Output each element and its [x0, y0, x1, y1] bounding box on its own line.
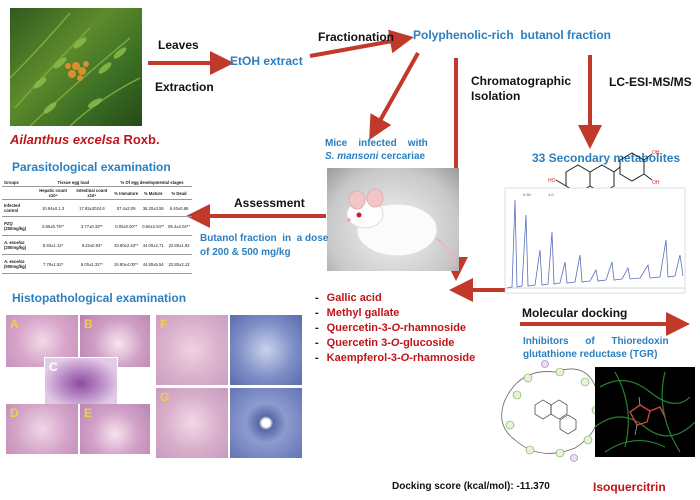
table-row: PZQ(200mg/kg) 5.65±0.75**3.77±0.33** 0.0… [2, 216, 192, 236]
label-extraction: Extraction [155, 80, 214, 94]
histo-panel-f2 [230, 315, 302, 385]
label-butanol-fraction: Polyphenolic-rich butanol fraction [413, 28, 612, 42]
label-fractionation: Fractionation [318, 30, 395, 44]
list-item: -Quercetin 3-O-glucoside [315, 337, 455, 349]
label-parasitological: Parasitological examination [12, 160, 171, 174]
label-histopathological: Histopathological examination [12, 291, 187, 305]
histo-panel-d: D [6, 404, 78, 454]
label-molecular-docking: Molecular docking [522, 306, 628, 320]
parasitological-table: Groups Tissue egg load % Of egg developm… [2, 179, 192, 274]
docking-3d-illustration [595, 371, 695, 453]
label-chromatographic: Chromatographic Isolation [471, 74, 572, 103]
table-row: A. excelsa(200mg/kg) 8.93±1.12*9.22±0.93… [2, 235, 192, 255]
docking-3d-image [595, 367, 695, 457]
plant-leaves-illustration [10, 12, 141, 126]
list-item: -Kaempferol-3-O-rhamnoside [315, 352, 476, 364]
th-hepatic: Hepatic count x10⁴ [34, 186, 72, 200]
list-item: -Quercetin-3-O-rhamnoside [315, 322, 467, 334]
arrow-butanol-mice [369, 52, 420, 140]
mouse-illustration [346, 188, 456, 267]
label-docking-score: Docking score (kcal/mol): -11.370 [392, 481, 550, 492]
plant-name: Ailanthus excelsa Roxb. [10, 132, 160, 147]
table-row: A. excelsa(500mg/kg) 7.79±1.52*6.00±1.32… [2, 254, 192, 274]
th-dead: % Dead [166, 186, 192, 200]
label-etoh-extract: EtOH extract [230, 54, 303, 68]
histo-panel-c: C [44, 357, 118, 405]
th-intestinal: Intestinal count x10⁴ [71, 186, 113, 200]
arrow-etoh-butanol [309, 29, 414, 58]
histo-panel-e: E [80, 404, 150, 454]
histo-panel-g: G [156, 388, 228, 458]
list-item: -Methyl gallate [315, 307, 400, 319]
label-inhibitors: Inhibitors of Thioredoxin glutathione re… [523, 336, 669, 360]
label-33-metabolites: 33 Secondary metabolites [532, 151, 681, 165]
th-immature: % Immature [112, 186, 141, 200]
plant-photo [10, 8, 142, 126]
label-isoquercitrin: Isoquercitrin [593, 480, 666, 494]
label-lcms: LC-ESI-MS/MS [609, 75, 692, 89]
histo-panel-f: F [156, 315, 228, 385]
th-egg-load: Tissue egg load [34, 179, 113, 187]
label-mice-infected: Mice infected with S. mansoni cercariae [325, 138, 428, 162]
isolated-compounds-list: -Gallic acid -Methyl gallate -Quercetin-… [315, 291, 475, 366]
label-assessment: Assessment [234, 196, 305, 210]
label-dose: Butanol fraction in a dose of 200 & 500 … [200, 233, 329, 258]
th-mature: % Mature [140, 186, 167, 200]
list-item: -Gallic acid [315, 292, 382, 304]
label-leaves: Leaves [158, 38, 199, 52]
histo-panel-g2 [230, 388, 302, 458]
th-groups: Groups [2, 179, 35, 187]
th-stages: % Of egg developmental stages [112, 179, 192, 187]
mouse-photo [327, 168, 459, 271]
